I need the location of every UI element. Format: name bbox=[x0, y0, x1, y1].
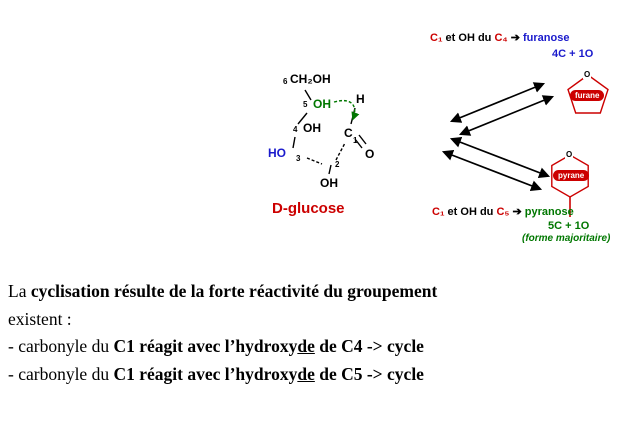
carbonyl-o-label: O bbox=[365, 147, 375, 161]
furanose-arrow: ➔ bbox=[507, 32, 523, 44]
pyranose-condition: C₁ et OH du C₅ ➔ pyranose bbox=[432, 205, 574, 218]
furan-ring-label: furane bbox=[570, 90, 605, 101]
pyranose-mid: et OH du bbox=[444, 206, 497, 218]
body-line-3-underline: de bbox=[297, 336, 315, 356]
furan-ring-oxygen: O bbox=[583, 70, 592, 79]
body-line-4-prefix: - carbonyle du bbox=[8, 363, 114, 384]
furanose-condition: C₁ et OH du C₄ ➔ furanose bbox=[430, 31, 569, 44]
c1-label: C bbox=[344, 126, 353, 140]
diagram-shapes bbox=[292, 74, 609, 217]
carbon-1-number: 1 bbox=[353, 136, 358, 145]
body-line-4-underline: de bbox=[297, 363, 315, 384]
furanose-product: furanose bbox=[522, 32, 570, 44]
ch2oh-label: CH₂OH bbox=[290, 72, 331, 86]
body-text: La cyclisation résulte de la forte réact… bbox=[8, 278, 620, 388]
oh4-label: OH bbox=[303, 121, 321, 135]
carbon-4-number: 4 bbox=[293, 125, 298, 134]
furanose-mid: et OH du bbox=[442, 32, 495, 44]
oh5-label: OH bbox=[313, 97, 331, 111]
body-line-3-prefix: - carbonyle du bbox=[8, 336, 114, 356]
body-line-1-prefix: La bbox=[8, 281, 31, 301]
body-line-1-bold: cyclisation résulte de la forte réactivi… bbox=[30, 281, 438, 301]
body-line-3-bold-end: de C4 -> cycle bbox=[314, 336, 424, 356]
attack-arrow bbox=[333, 100, 360, 121]
pyran-ring-label: pyrane bbox=[553, 170, 590, 181]
furanose-c1: C₁ bbox=[430, 32, 443, 44]
furanose-c4: C₄ bbox=[494, 32, 508, 44]
pyranose-c1: C₁ bbox=[432, 206, 445, 218]
pyran-ring-oxygen: O bbox=[565, 150, 574, 159]
pyranose-arrow: ➔ bbox=[509, 206, 525, 218]
carbon-6-number: 6 bbox=[283, 77, 288, 86]
carbon-3-number: 3 bbox=[296, 154, 301, 163]
body-line-3-bold: C1 réagit avec l’hydroxy bbox=[113, 336, 298, 356]
furanose-ring bbox=[567, 74, 609, 114]
body-line-2: existent : bbox=[8, 308, 72, 329]
body-line-4: - carbonyle du C1 réagit avec l’hydroxyd… bbox=[8, 361, 620, 389]
oh2-label: OH bbox=[320, 176, 338, 190]
pyranose-count: 5C + 1O bbox=[548, 220, 590, 232]
h-label: H bbox=[356, 92, 365, 106]
cyclisation-diagram: CH₂OH 6 OH 5 H OH 4 C 1 HO 3 O OH 2 D-gl… bbox=[268, 31, 611, 244]
pyranose-c5: C₅ bbox=[496, 206, 510, 218]
ho3-label: HO bbox=[268, 146, 286, 160]
body-line-4-bold-end: de C5 -> cycle bbox=[314, 363, 424, 384]
carbon-2-number: 2 bbox=[335, 160, 340, 169]
pyranose-product: pyranose bbox=[524, 206, 574, 218]
body-line-3: - carbonyle du C1 réagit avec l’hydroxyd… bbox=[8, 333, 620, 361]
carbon-5-number: 5 bbox=[303, 100, 308, 109]
furanose-count: 4C + 1O bbox=[552, 48, 594, 60]
furanose-equilibrium-arrows bbox=[449, 82, 555, 136]
d-glucose-label: D-glucose bbox=[272, 200, 345, 217]
pyranose-equilibrium-arrows bbox=[441, 137, 551, 191]
body-line-4-bold: C1 réagit avec l’hydroxy bbox=[113, 363, 298, 384]
pyranose-note: (forme majoritaire) bbox=[522, 233, 611, 244]
body-line-1: La cyclisation résulte de la forte réact… bbox=[8, 278, 620, 306]
